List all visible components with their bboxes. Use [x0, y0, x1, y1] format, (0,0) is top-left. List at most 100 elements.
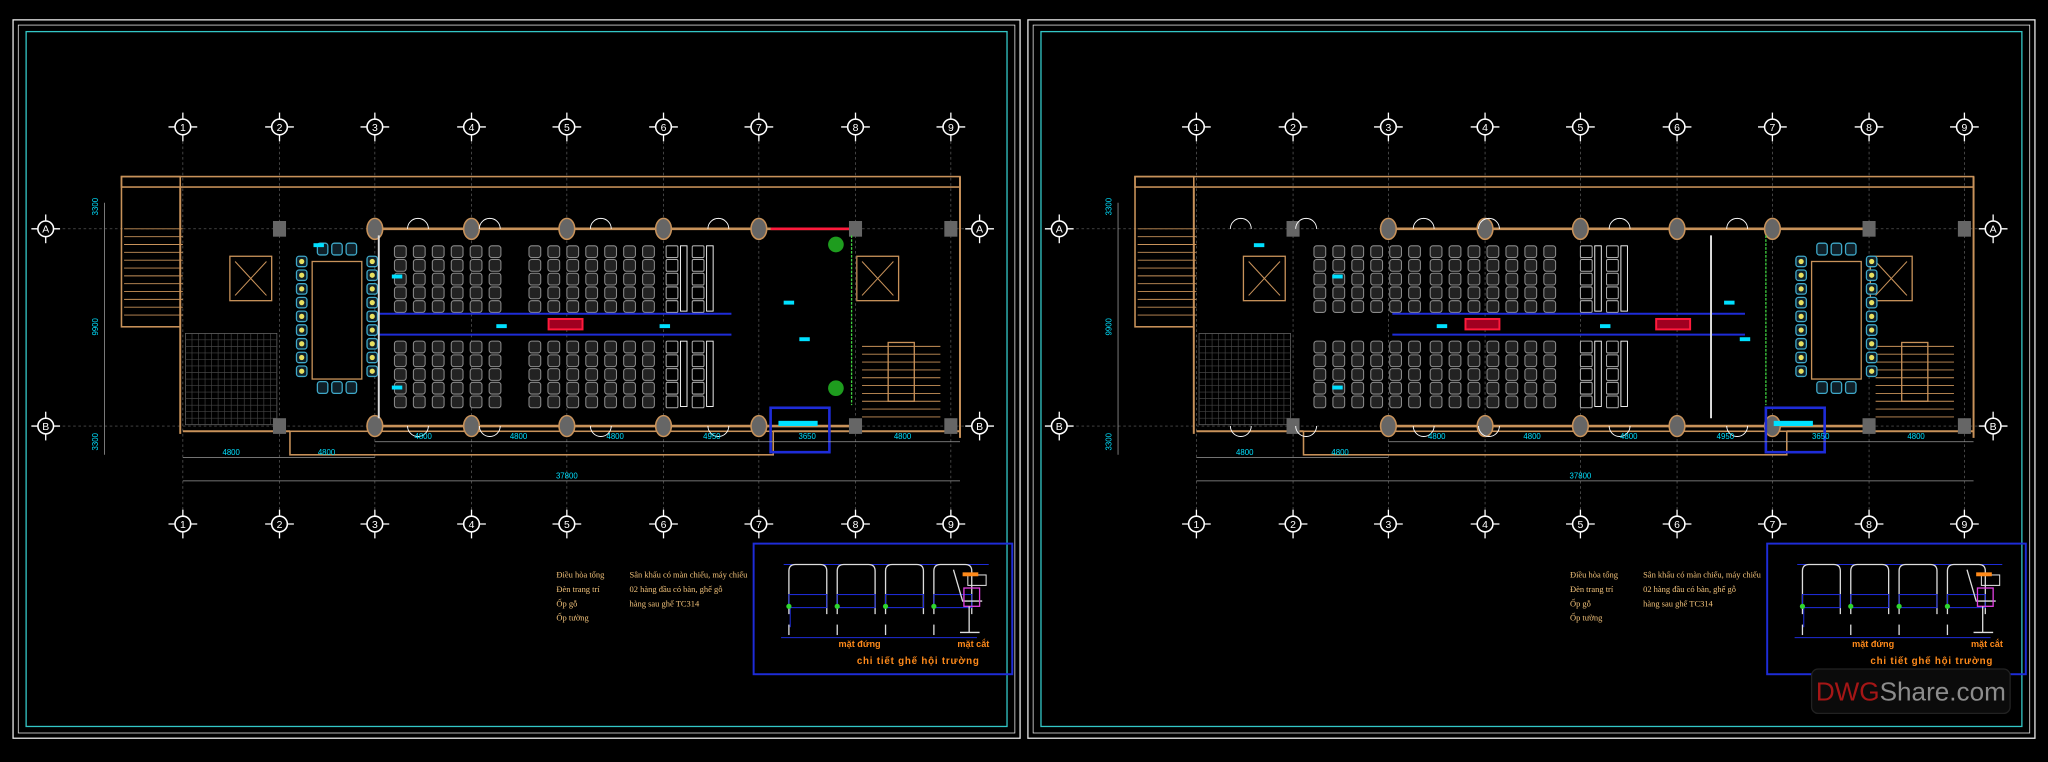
front-desk — [1594, 340, 1602, 407]
auditorium-seat — [566, 340, 580, 354]
auditorium-seat — [431, 286, 445, 300]
front-seat — [1606, 272, 1619, 286]
chair-light — [369, 300, 375, 306]
front-desk — [706, 245, 714, 312]
column — [558, 217, 576, 241]
grid-label: 9 — [1962, 520, 1968, 531]
door-swing — [1608, 426, 1631, 437]
grid-bubble-bottom: 7 — [1758, 509, 1787, 539]
auditorium-seat — [431, 300, 445, 313]
auditorium-seat — [1524, 340, 1538, 354]
grid-label: B — [42, 422, 49, 433]
auditorium-seat — [1543, 245, 1557, 259]
auditorium-seat — [1505, 395, 1519, 409]
auditorium-seat — [1543, 381, 1557, 395]
detail-title: chi tiết ghế hội trường — [857, 656, 980, 667]
chair-light — [299, 327, 305, 333]
chair-hinge — [1944, 603, 1951, 609]
grid-bubble-top: 2 — [265, 112, 294, 142]
auditorium-seat — [1429, 272, 1443, 286]
auditorium-seat — [469, 259, 483, 272]
grid-bubble — [1379, 515, 1398, 533]
room-label — [313, 243, 324, 248]
auditorium-seat — [604, 259, 618, 272]
auditorium-seat — [488, 368, 502, 381]
grid-label: 1 — [1194, 520, 1200, 531]
chair-light — [299, 272, 305, 278]
front-desk — [680, 340, 688, 407]
grid-bubble — [1860, 515, 1878, 533]
auditorium-seat — [1486, 340, 1500, 354]
chair-light — [1869, 327, 1875, 333]
auditorium-seat — [393, 245, 407, 259]
auditorium-seat — [623, 340, 636, 354]
column — [272, 221, 287, 237]
door-swing — [589, 217, 612, 229]
auditorium-seat — [623, 300, 636, 313]
auditorium-seat — [1467, 395, 1481, 409]
auditorium-seat — [393, 368, 407, 381]
column — [944, 418, 958, 434]
section-label: mặt cắt — [957, 638, 989, 649]
legend-item: Điều hòa tổng — [1570, 570, 1619, 580]
auditorium-seat — [623, 245, 636, 259]
grid-label: 9 — [948, 520, 954, 531]
front-seat — [665, 395, 679, 409]
chair-light — [369, 354, 375, 361]
grid-label: 4 — [469, 520, 475, 531]
auditorium-seat — [1370, 286, 1384, 300]
door-swing — [1608, 217, 1631, 229]
grid-bubble — [750, 515, 768, 533]
auditorium-seat — [450, 381, 464, 395]
chair-light — [1798, 300, 1804, 306]
auditorium-seat — [488, 381, 502, 395]
front-seat — [1579, 368, 1593, 381]
auditorium-seat — [450, 340, 464, 354]
auditorium-seat — [469, 300, 483, 313]
tree — [828, 236, 844, 253]
auditorium-seat — [623, 272, 636, 286]
grid-bubble — [462, 515, 481, 533]
chair-light — [1869, 368, 1875, 374]
front-seat — [691, 368, 705, 381]
stair-wall — [1134, 175, 1195, 328]
front-seat — [691, 259, 705, 272]
auditorium-seat — [393, 300, 407, 313]
grid-label: 3 — [372, 123, 378, 134]
auditorium-seat — [1370, 381, 1384, 395]
grid-bubble-row: B — [31, 411, 61, 441]
auditorium-seat — [1467, 259, 1481, 272]
auditorium-seat — [488, 245, 502, 259]
auditorium-seat — [547, 272, 561, 286]
auditorium-seat — [566, 395, 580, 409]
meeting-chair — [345, 381, 358, 395]
auditorium-seat — [1467, 340, 1481, 354]
grid-label: 3 — [1386, 123, 1392, 134]
chair-light — [1798, 354, 1804, 361]
grid-bubble-row: A — [1978, 214, 2008, 244]
auditorium-seat — [1429, 286, 1443, 300]
grid-bubble — [1984, 417, 2002, 435]
grid-bubble-top: 7 — [744, 112, 774, 142]
grid-label: 2 — [277, 123, 283, 134]
auditorium-seat — [566, 368, 580, 381]
auditorium-seat — [1505, 245, 1519, 259]
auditorium-seat — [1429, 381, 1443, 395]
grid-bubble — [1187, 515, 1206, 533]
auditorium-seat — [604, 340, 618, 354]
stair-well — [1901, 341, 1929, 402]
room-label — [1332, 274, 1343, 279]
chair-light — [369, 258, 375, 265]
grid-label: A — [42, 225, 49, 236]
chair-light — [299, 258, 305, 265]
auditorium-seat — [604, 368, 618, 381]
chair-back — [1946, 563, 1986, 615]
grid-bubble-bottom: 5 — [1566, 509, 1595, 539]
dimension-text: 4800 — [510, 432, 528, 441]
room-label — [1739, 337, 1751, 342]
chair-light — [1798, 258, 1804, 265]
auditorium-seat — [1448, 340, 1462, 354]
front-seat — [1579, 340, 1593, 354]
grid-bubble — [558, 515, 576, 533]
